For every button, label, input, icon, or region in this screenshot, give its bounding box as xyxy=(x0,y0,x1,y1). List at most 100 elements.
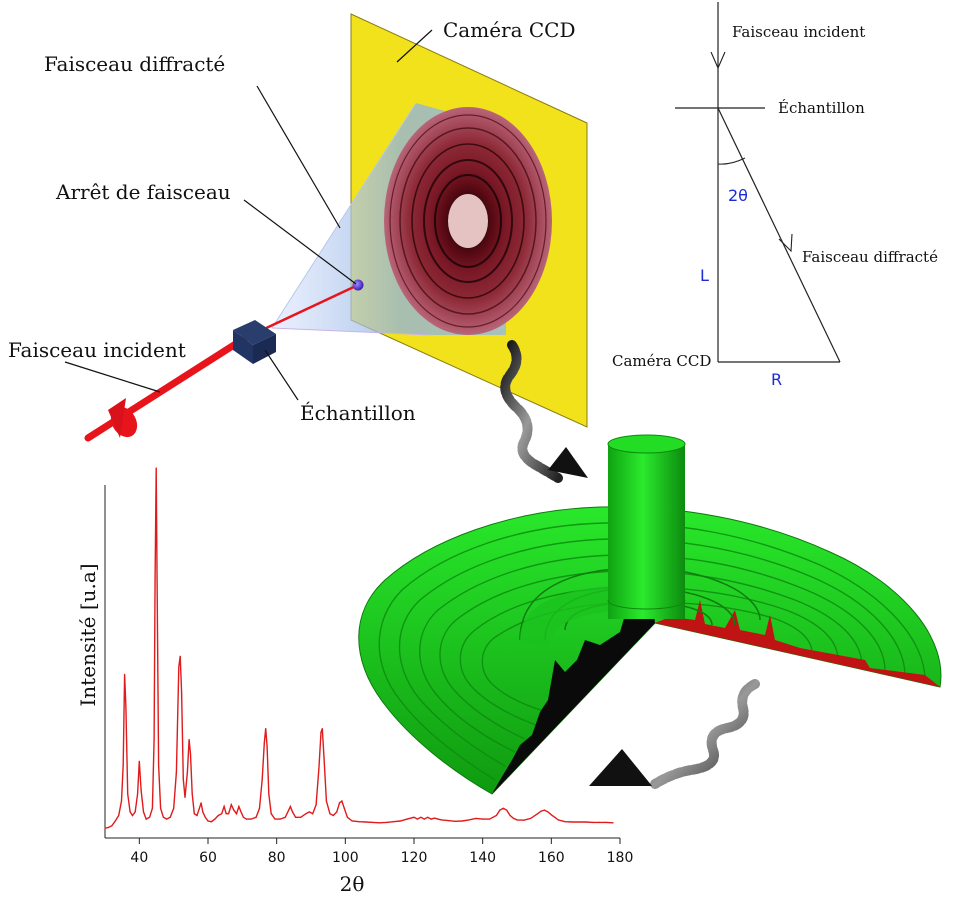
data-point xyxy=(173,807,175,809)
data-point xyxy=(420,816,422,818)
data-point xyxy=(140,789,142,791)
data-point xyxy=(495,814,497,817)
data-point xyxy=(332,814,334,817)
data-point xyxy=(338,802,341,804)
data-point xyxy=(204,816,206,818)
data-point xyxy=(513,817,515,820)
data-point xyxy=(488,818,491,820)
data-point xyxy=(186,771,188,773)
data-point xyxy=(416,818,418,820)
data-point xyxy=(499,809,501,811)
angle-2theta-label: 2θ xyxy=(728,186,748,205)
x-tick-label: 100 xyxy=(332,850,359,866)
profile-cross-section-left xyxy=(492,598,655,794)
data-point xyxy=(279,818,281,820)
distance-L-label: L xyxy=(700,266,709,285)
data-point xyxy=(423,818,425,820)
data-point xyxy=(318,767,320,770)
data-point xyxy=(454,820,456,822)
schematic-camera-label: Caméra CCD xyxy=(612,352,711,370)
incident-beam-label: Faisceau incident xyxy=(8,338,186,362)
schematic-incident-label: Faisceau incident xyxy=(732,23,865,41)
data-point xyxy=(509,814,511,817)
data-point xyxy=(288,809,290,811)
sample-label: Échantillon xyxy=(300,401,416,425)
data-point xyxy=(188,738,190,741)
data-point xyxy=(200,802,202,804)
data-point xyxy=(300,816,302,818)
radius-R-label: R xyxy=(771,370,782,389)
diffracted-arrow-icon xyxy=(778,233,793,253)
data-point xyxy=(160,807,162,809)
data-point xyxy=(516,819,518,821)
down-arrow-icon-1 xyxy=(548,447,588,478)
data-point xyxy=(406,818,408,820)
data-point xyxy=(149,816,151,818)
diffraction-setup: Caméra CCD Faisceau diffracté Arrêt de f… xyxy=(8,13,588,442)
data-point xyxy=(312,813,314,815)
x-tick-label: 140 xyxy=(469,850,496,866)
data-point xyxy=(543,809,546,811)
data-point xyxy=(221,813,223,815)
data-point xyxy=(482,818,484,820)
data-point xyxy=(225,813,227,815)
data-point xyxy=(261,778,263,780)
data-point xyxy=(591,821,594,824)
data-point xyxy=(323,757,325,759)
data-point xyxy=(585,821,587,823)
data-point xyxy=(540,810,542,812)
data-point xyxy=(228,813,230,815)
data-point xyxy=(413,816,415,818)
profile-cross-section-right xyxy=(655,595,940,687)
y-axis-label: Intensité [u.a] xyxy=(76,563,100,706)
process-arrow-1 xyxy=(500,340,588,483)
data-point xyxy=(153,738,155,741)
data-point xyxy=(392,821,394,823)
schematic-sample-label: Échantillon xyxy=(778,99,865,117)
ccd-camera-label: Caméra CCD xyxy=(443,18,576,42)
data-point xyxy=(305,813,307,815)
data-point xyxy=(242,816,244,818)
data-point xyxy=(268,793,270,795)
diffraction-rings xyxy=(384,107,552,335)
data-point xyxy=(233,809,235,811)
data-point xyxy=(169,816,171,818)
data-point xyxy=(343,807,345,809)
data-point xyxy=(598,821,601,824)
data-point xyxy=(315,804,317,806)
data-point xyxy=(118,814,120,817)
data-point xyxy=(550,814,552,816)
data-point xyxy=(114,820,116,822)
data-point xyxy=(122,764,124,766)
data-point xyxy=(178,666,180,668)
data-point xyxy=(145,818,147,820)
data-point xyxy=(427,816,429,818)
data-point xyxy=(238,805,240,808)
data-point xyxy=(184,796,186,799)
data-point xyxy=(120,800,123,802)
data-point xyxy=(240,811,242,813)
data-point xyxy=(151,807,153,809)
down-arrow-icon-2 xyxy=(589,749,652,786)
data-point xyxy=(379,822,381,824)
data-point xyxy=(154,576,156,578)
data-point xyxy=(156,594,158,596)
data-point xyxy=(125,706,127,708)
data-point xyxy=(440,819,443,821)
data-point xyxy=(196,814,198,817)
data-point xyxy=(336,811,338,813)
data-point xyxy=(284,816,286,818)
data-point xyxy=(134,811,136,813)
data-point xyxy=(179,655,181,657)
data-point xyxy=(274,818,276,820)
process-arrow-2 xyxy=(589,679,760,789)
data-point xyxy=(245,818,248,820)
x-tick-label: 80 xyxy=(268,850,286,866)
data-point xyxy=(191,793,193,795)
beam-stop-label: Arrêt de faisceau xyxy=(55,180,231,204)
data-point xyxy=(129,811,131,813)
data-point xyxy=(399,820,401,822)
data-point xyxy=(230,804,232,806)
data-point xyxy=(295,816,297,818)
